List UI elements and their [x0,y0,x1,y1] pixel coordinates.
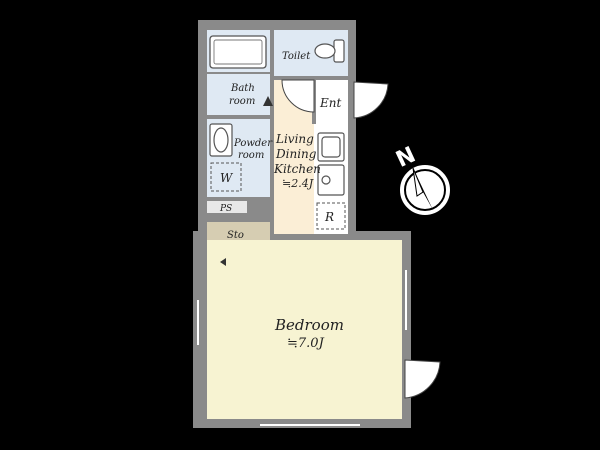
label-ldk-2: Dining [275,147,317,161]
toilet-fixture-icon [314,39,345,63]
label-toilet: Toilet [282,51,311,62]
label-bedroom: Bedroom [274,316,344,334]
ps-space [207,200,247,213]
label-ldk-area: ≒2.4J [282,177,314,190]
label-ps: PS [219,204,232,214]
door-swings [281,79,441,399]
bedroom-floor [207,240,402,419]
stove-icon [317,164,345,196]
bathtub-icon [209,35,267,69]
door-markers [220,96,273,266]
compass-icon [400,165,450,215]
label-fridge: R [324,210,334,224]
kitchen-sink-icon [317,132,345,162]
label-ldk-3: Kitchen [273,162,321,176]
label-powder-1: Powder [233,138,273,149]
washbasin-icon [209,123,233,157]
label-bath-1: Bath [230,83,255,94]
label-washer: W [220,171,234,185]
windows [197,270,407,426]
label-bedroom-area: ≒7.0J [287,336,325,351]
label-ldk-1: Living [275,132,314,146]
label-bath-2: room [229,96,255,107]
label-powder-2: room [238,150,264,161]
bath-room [207,74,270,116]
fridge-space-icon [316,202,346,230]
entrance-area [314,80,348,124]
label-entrance: Ent [319,96,341,110]
washer-space-icon [210,162,242,192]
label-storage: Sto [227,230,244,241]
